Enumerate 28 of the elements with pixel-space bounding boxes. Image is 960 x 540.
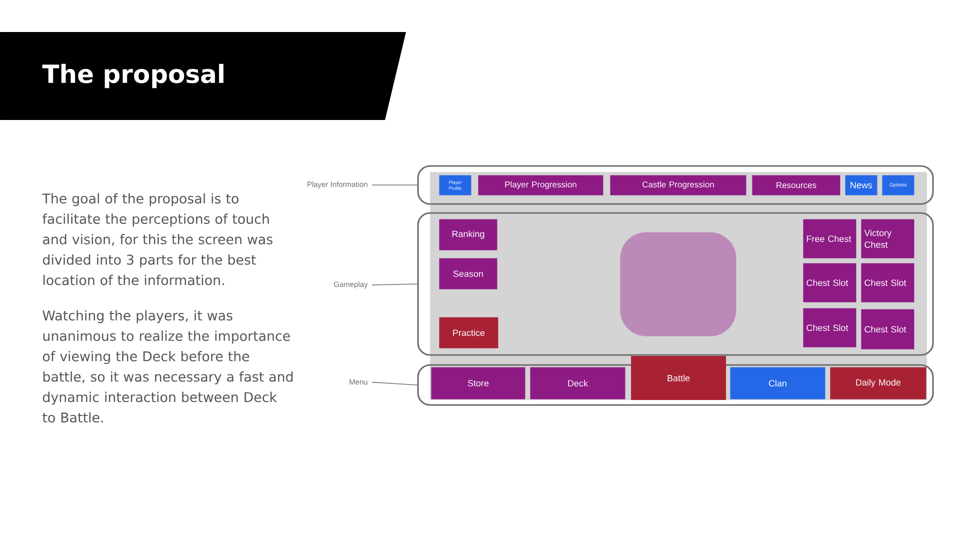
menu-button: Season xyxy=(439,258,498,290)
title-banner: The proposal xyxy=(0,32,406,120)
menu-button: Chest Slot xyxy=(803,308,856,348)
section-outline xyxy=(417,212,934,356)
menu-button: Deck xyxy=(530,367,626,400)
menu-button: Chest Slot xyxy=(861,309,914,350)
menu-button: Ranking xyxy=(439,219,498,250)
section-outline xyxy=(417,165,934,205)
leader-line xyxy=(372,382,418,386)
menu-button: Daily Mode xyxy=(830,367,926,400)
menu-button: Practice xyxy=(439,317,498,348)
menu-button: Battle xyxy=(631,356,726,400)
menu-button: Castle Progression xyxy=(610,175,746,196)
menu-button: Player Progression xyxy=(478,175,604,196)
menu-button: Free Chest xyxy=(803,219,856,258)
paragraph: Watching the players, it was unanimous to realize the importance of viewing the Deck before the battle, so it was necessary a fast and dynamic interaction between Deck to Battle. xyxy=(42,310,293,423)
leader-line xyxy=(372,284,418,286)
menu-button: Victory Chest xyxy=(861,219,914,258)
section-outline xyxy=(417,364,934,406)
menu-button: Store xyxy=(431,367,526,400)
paragraph: The goal of the proposal is to facilitate the perceptions of touch and vision, for this the screen was divided into 3 parts for the best location of the information. xyxy=(42,193,272,286)
menu-button: Chest Slot xyxy=(803,263,856,302)
leader-line xyxy=(372,184,418,186)
menu-button: Chest Slot xyxy=(861,263,914,302)
menu-button: Resources xyxy=(752,175,840,196)
rounded-shape xyxy=(620,232,736,336)
menu-button: News xyxy=(845,175,878,196)
menu-button: Clan xyxy=(730,367,826,400)
